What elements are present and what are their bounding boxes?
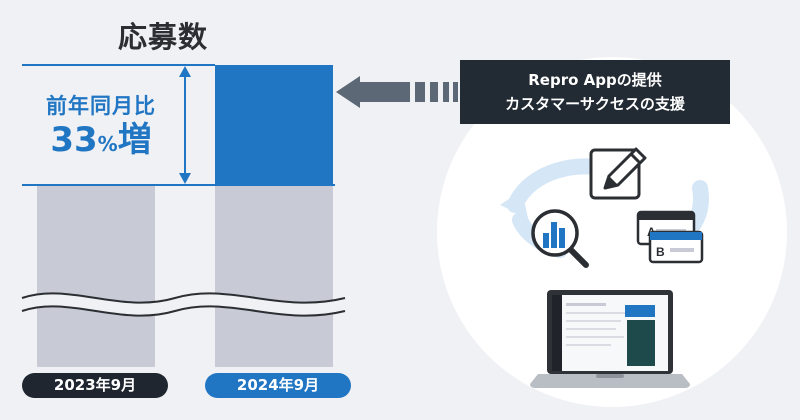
- pencil-edit-icon: [589, 147, 647, 200]
- axis-break: [21, 292, 346, 317]
- growth-label-line1: 前年同月比: [46, 94, 156, 118]
- growth-annotation: 前年同月比 33%増: [26, 90, 176, 164]
- callout-line1: Repro Appの提供: [528, 71, 662, 89]
- bar-2024-increase: [215, 65, 333, 185]
- bar-chart-magnifier-icon: [531, 209, 589, 268]
- category-label-2024: 2024年9月: [205, 373, 351, 398]
- category-label-2023: 2023年9月: [22, 373, 168, 398]
- growth-unit: %: [97, 132, 118, 156]
- growth-double-arrow: [179, 66, 191, 184]
- cycle-arrowhead-2: [500, 190, 528, 218]
- repro-callout: Repro Appの提供 カスタマーサクセスの支援: [460, 60, 730, 124]
- chart-title: 応募数: [117, 20, 208, 54]
- left-arrow-icon: [336, 76, 458, 108]
- growth-suffix: 増: [117, 120, 152, 160]
- bar-2023-base: [37, 185, 155, 367]
- callout-line2: カスタマーサクセスの支援: [505, 95, 685, 113]
- growth-label-value: 33%増: [26, 120, 176, 164]
- growth-value: 33: [50, 120, 98, 160]
- solution-circle: [437, 57, 787, 407]
- bar-2024-base: [215, 185, 333, 367]
- ab-test-icon: A B: [636, 210, 704, 264]
- laptop-dashboard-icon: [530, 290, 690, 388]
- svg-text:B: B: [656, 245, 665, 259]
